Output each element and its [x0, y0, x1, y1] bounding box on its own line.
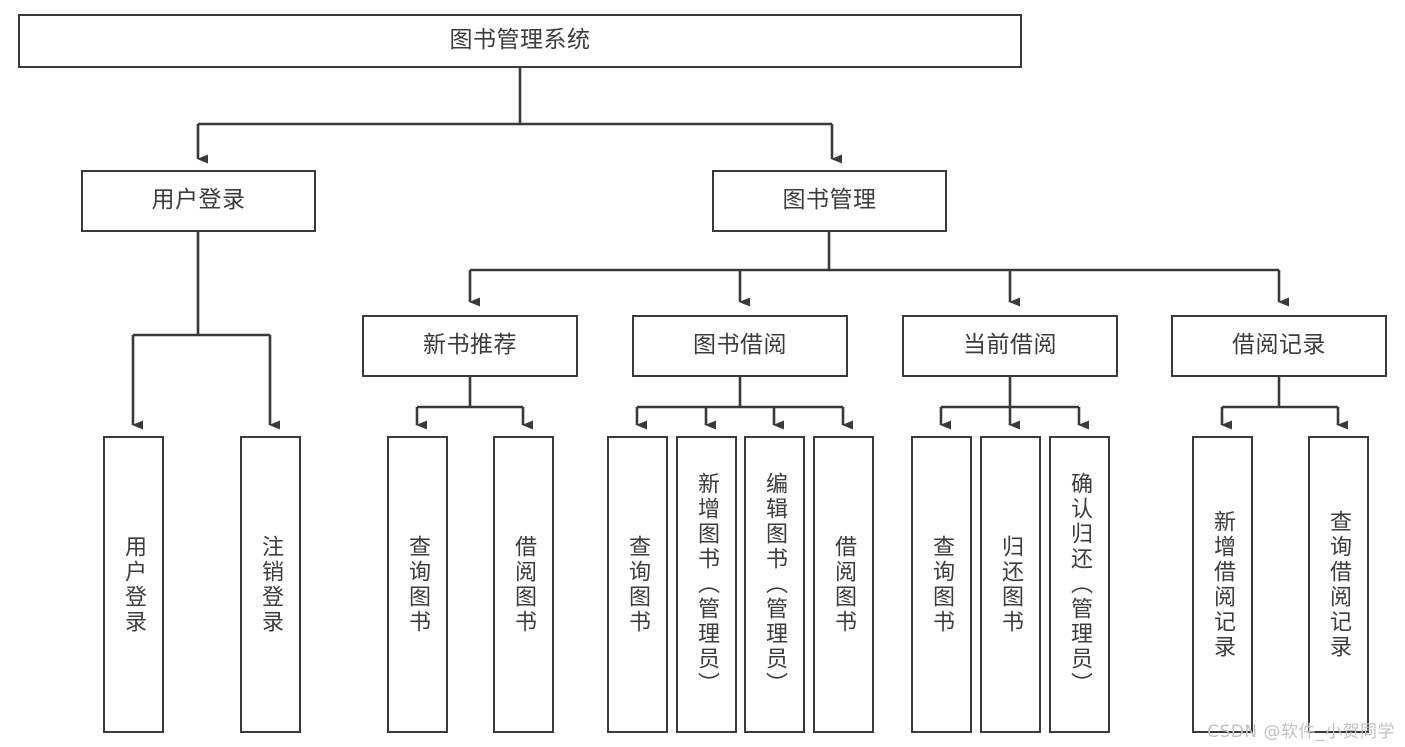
node-label: 编辑图书（管理员）: [762, 472, 788, 697]
node-label: 查询借阅记录: [1326, 509, 1352, 660]
node-book-management[interactable]: 图书管理: [712, 170, 947, 232]
node-current-borrow[interactable]: 当前借阅: [902, 315, 1118, 377]
node-label: 查询图书: [405, 534, 431, 635]
node-label: 用户登录: [121, 534, 147, 635]
node-book-borrow[interactable]: 图书借阅: [632, 315, 848, 377]
node-user-login[interactable]: 用户登录: [81, 170, 316, 232]
node-label: 用户登录: [151, 187, 246, 214]
node-label: 图书借阅: [693, 332, 787, 359]
node-label: 查询图书: [929, 534, 955, 635]
leaf-book-borrow-add-book-admin[interactable]: 新增图书（管理员）: [676, 436, 737, 733]
leaf-book-borrow-edit-book-admin[interactable]: 编辑图书（管理员）: [744, 436, 805, 733]
node-label: 当前借阅: [963, 332, 1057, 359]
leaf-book-borrow-query-book[interactable]: 查询图书: [607, 436, 668, 733]
leaf-borrow-record-query-record[interactable]: 查询借阅记录: [1308, 436, 1369, 733]
leaf-user-login-logout[interactable]: 注销登录: [240, 436, 301, 733]
node-label: 图书管理: [782, 187, 877, 214]
node-label: 借阅记录: [1232, 332, 1326, 359]
leaf-book-borrow-borrow-book[interactable]: 借阅图书: [813, 436, 874, 733]
node-label: 借阅图书: [831, 534, 857, 635]
node-label: 借阅图书: [511, 534, 537, 635]
watermark-text: CSDN @软件_小贺同学: [1207, 722, 1395, 742]
node-root-book-management-system[interactable]: 图书管理系统: [18, 14, 1022, 68]
leaf-current-borrow-return-book[interactable]: 归还图书: [980, 436, 1041, 733]
node-borrow-record[interactable]: 借阅记录: [1171, 315, 1387, 377]
leaf-user-login-login[interactable]: 用户登录: [103, 436, 164, 733]
leaf-current-borrow-confirm-return-admin[interactable]: 确认归还（管理员）: [1049, 436, 1110, 733]
node-label: 确认归还（管理员）: [1067, 472, 1093, 697]
leaf-borrow-record-add-record[interactable]: 新增借阅记录: [1192, 436, 1253, 733]
leaf-current-borrow-query-book[interactable]: 查询图书: [911, 436, 972, 733]
node-label: 注销登录: [258, 534, 284, 635]
node-label: 新增借阅记录: [1210, 509, 1236, 660]
leaf-new-book-borrow-book[interactable]: 借阅图书: [493, 436, 554, 733]
leaf-new-book-query-book[interactable]: 查询图书: [387, 436, 448, 733]
node-label: 新书推荐: [423, 332, 517, 359]
node-label: 新增图书（管理员）: [694, 472, 720, 697]
node-label: 查询图书: [625, 534, 651, 635]
node-new-book-recommend[interactable]: 新书推荐: [362, 315, 578, 377]
node-label: 图书管理系统: [449, 27, 591, 54]
node-label: 归还图书: [998, 534, 1024, 635]
